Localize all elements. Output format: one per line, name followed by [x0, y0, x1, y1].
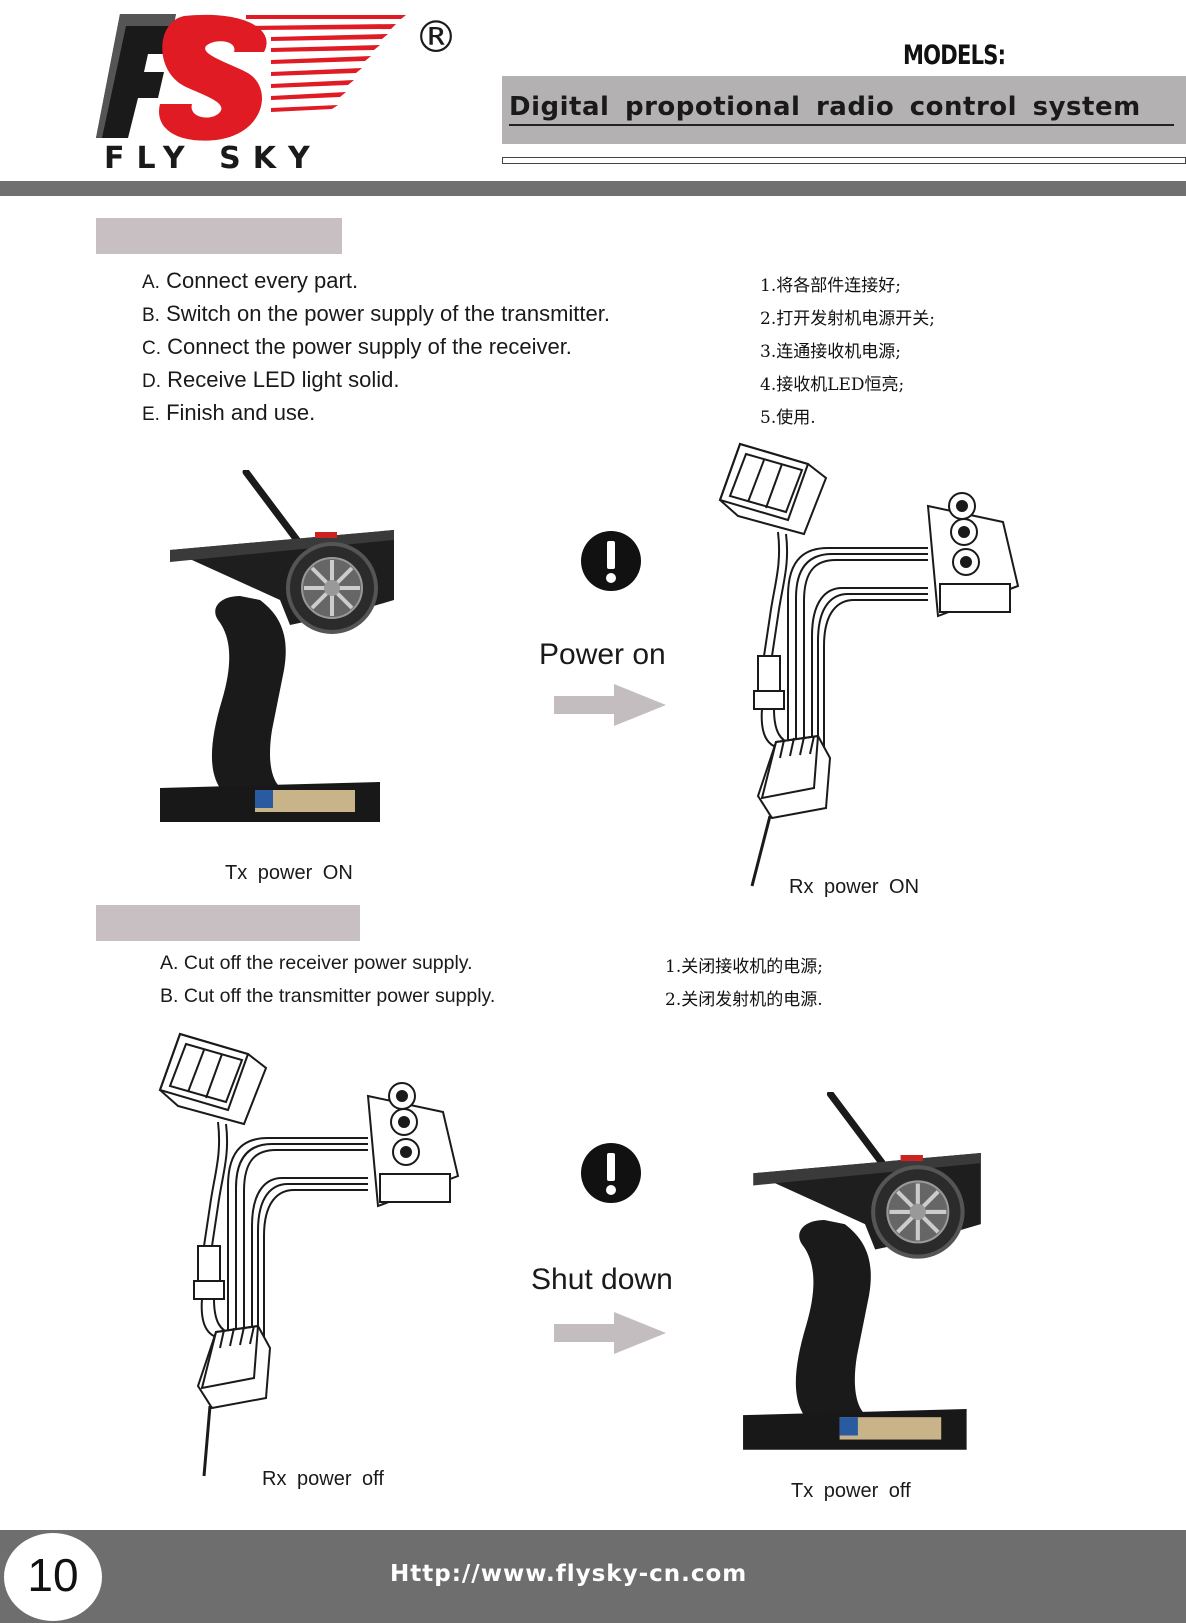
receiver-wiring-diagram — [158, 1032, 460, 1477]
shut-down-label: Shut down — [531, 1263, 673, 1296]
registered-mark: ® — [414, 12, 458, 63]
step-marker: A. — [142, 272, 160, 293]
step-text: Connect every part. — [166, 268, 359, 293]
step-text: Switch on the power supply of the transm… — [166, 301, 610, 326]
step-text: Cut off the transmitter power supply. — [183, 985, 496, 1007]
step-cn-1: 1.将各部件连接好; — [760, 276, 901, 296]
step-marker: B. — [160, 985, 179, 1007]
flysky-logo: FLY SKY ® — [96, 12, 458, 175]
step-cn-5: 5.使用. — [760, 408, 816, 428]
step-marker: D. — [142, 371, 161, 392]
step-e: E. Finish and use. — [142, 400, 315, 426]
step-marker: E. — [142, 404, 160, 425]
rx-power-on-caption: Rx power ON — [789, 876, 920, 898]
step-d: D. Receive LED light solid. — [142, 367, 399, 393]
step-b: B. Cut off the transmitter power supply. — [160, 985, 495, 1008]
step-a: A. Connect every part. — [142, 268, 358, 294]
step-text: Receive LED light solid. — [167, 367, 400, 392]
step-text: Cut off the receiver power supply. — [183, 952, 473, 974]
step-cn-4: 4.接收机LED恒亮; — [760, 375, 905, 395]
models-label: MODELS: — [903, 40, 1006, 71]
arrow-right-icon — [554, 684, 666, 726]
step-marker: C. — [142, 338, 161, 359]
section-bar-power-on — [96, 218, 342, 254]
tx-power-off-caption: Tx power off — [791, 1480, 911, 1502]
step-cn-2: 2.关闭发射机的电源. — [665, 990, 823, 1010]
step-marker: B. — [142, 305, 160, 326]
tx-power-on-caption: Tx power ON — [225, 862, 353, 884]
page-number: 10 — [27, 1549, 79, 1601]
header-rule — [502, 157, 1186, 164]
step-text: Connect the power supply of the receiver… — [167, 334, 572, 359]
brand-text: FLY SKY — [104, 141, 322, 175]
step-b: B. Switch on the power supply of the tra… — [142, 301, 610, 327]
document-subtitle: Digital propotional radio control system — [509, 92, 1141, 122]
step-text: Finish and use. — [166, 400, 316, 425]
page-number-badge — [4, 1533, 102, 1621]
transmitter-image — [743, 1092, 981, 1450]
warning-icon — [581, 531, 641, 591]
subtitle-bar — [502, 76, 1186, 144]
step-marker: A. — [160, 952, 179, 974]
receiver-wiring-diagram — [718, 442, 1020, 887]
rx-power-off-caption: Rx power off — [262, 1468, 384, 1490]
power-on-label: Power on — [539, 638, 666, 671]
step-a: A. Cut off the receiver power supply. — [160, 952, 473, 975]
step-cn-2: 2.打开发射机电源开关; — [760, 309, 935, 329]
transmitter-image — [160, 470, 394, 822]
subtitle-underline — [509, 124, 1174, 126]
step-c: C. Connect the power supply of the recei… — [142, 334, 572, 360]
step-cn-1: 1.关闭接收机的电源; — [665, 957, 823, 977]
section-bar-shut-down — [96, 905, 360, 941]
footer-band — [0, 1530, 1186, 1623]
arrow-right-icon — [554, 1312, 666, 1354]
warning-icon — [581, 1143, 641, 1203]
website-link[interactable]: Http://www.flysky-cn.com — [390, 1561, 748, 1587]
step-cn-3: 3.连通接收机电源; — [760, 342, 901, 362]
header-band — [0, 181, 1186, 196]
